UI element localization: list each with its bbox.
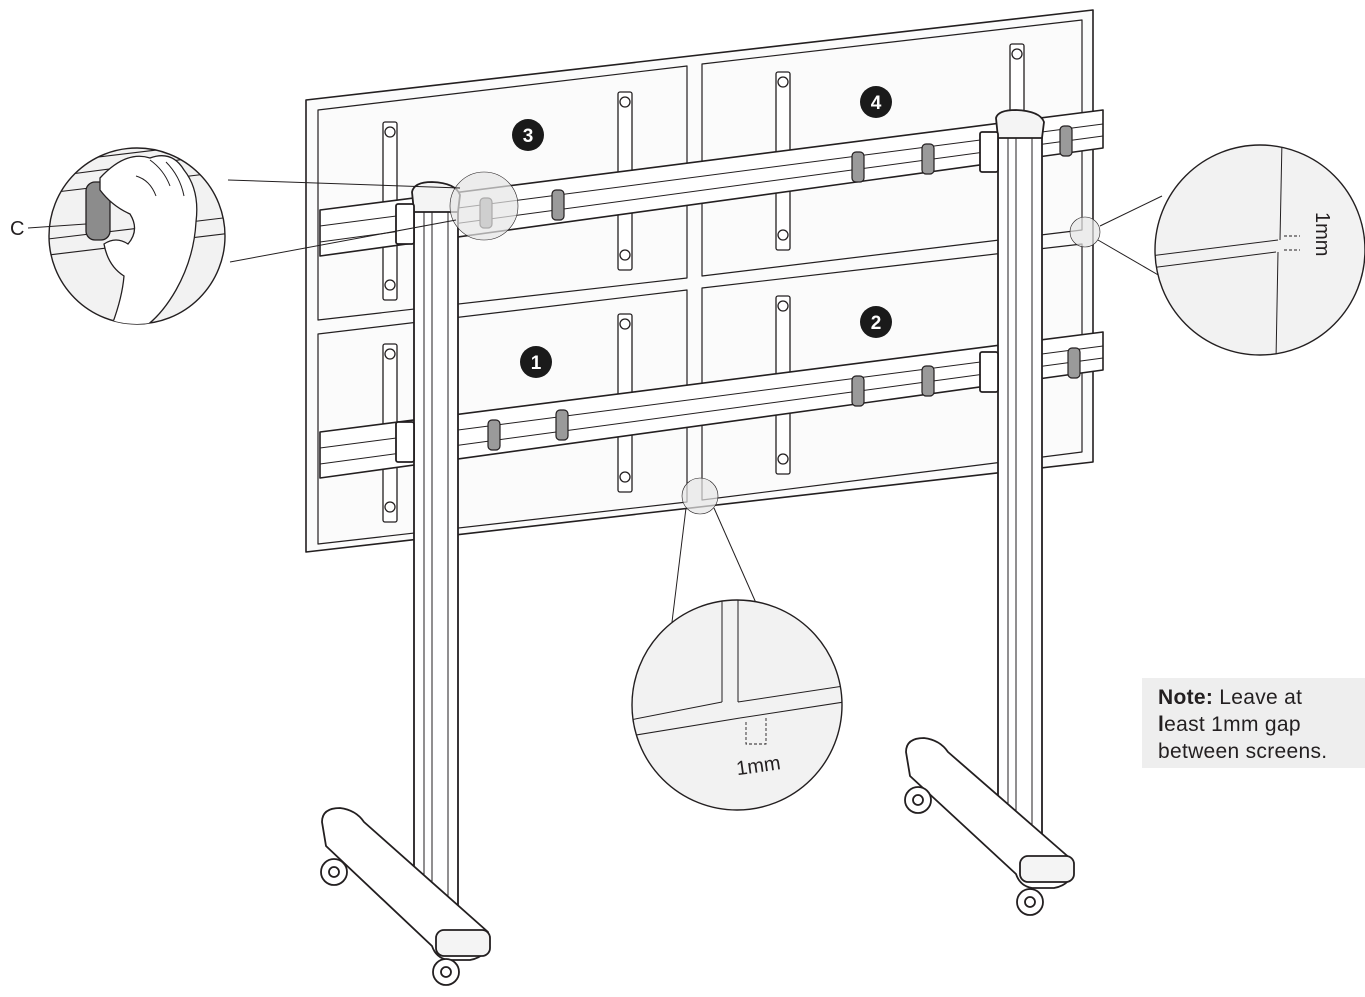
note-heading: Note: bbox=[1158, 686, 1214, 709]
note-line-2-first: l bbox=[1158, 713, 1165, 736]
badge-screen-4-number: 4 bbox=[871, 93, 882, 114]
screen-2-panel bbox=[701, 243, 1083, 501]
badge-screen-3-number: 3 bbox=[523, 126, 534, 147]
spot-clip bbox=[449, 171, 519, 241]
clip bbox=[851, 375, 865, 407]
left-post bbox=[395, 181, 461, 913]
right-gap-label: 1mm bbox=[1311, 212, 1333, 256]
spot-right-gap bbox=[1069, 216, 1101, 248]
bottom-rail bbox=[319, 331, 1104, 479]
magnifier-right-gap: 1mm bbox=[1154, 144, 1365, 356]
badge-screen-1: 1 bbox=[520, 346, 552, 378]
right-foot bbox=[904, 737, 1075, 916]
badge-screen-1-number: 1 bbox=[531, 353, 542, 374]
clip bbox=[1059, 125, 1073, 157]
callout-spots bbox=[449, 171, 1101, 515]
clip bbox=[1067, 347, 1081, 379]
clip bbox=[555, 409, 569, 441]
clip bbox=[851, 151, 865, 183]
note-box: Note: Leave at least 1mm gap between scr… bbox=[1142, 678, 1365, 768]
clip bbox=[921, 365, 935, 397]
screen-3-panel bbox=[317, 65, 688, 321]
note-line-3: between screens. bbox=[1158, 740, 1328, 763]
badge-screen-2-number: 2 bbox=[871, 313, 882, 334]
magnifier-clip: C bbox=[10, 147, 226, 325]
note-line-2: least 1mm gap bbox=[1158, 711, 1365, 738]
part-c-label: C bbox=[10, 218, 24, 240]
right-post bbox=[979, 109, 1045, 839]
clip bbox=[921, 143, 935, 175]
top-rail bbox=[319, 109, 1104, 257]
screen-badges: 3 4 1 2 bbox=[512, 86, 892, 378]
note-line-1: Note: Leave at bbox=[1158, 684, 1365, 711]
rail-clips bbox=[479, 125, 1081, 451]
spot-bottom-gap bbox=[681, 477, 719, 515]
badge-screen-2: 2 bbox=[860, 306, 892, 338]
clip bbox=[551, 189, 565, 221]
badge-screen-4: 4 bbox=[860, 86, 892, 118]
magnifier-bottom-gap: 1mm bbox=[631, 599, 843, 811]
left-foot bbox=[320, 807, 491, 986]
stand bbox=[320, 109, 1075, 986]
badge-screen-3: 3 bbox=[512, 119, 544, 151]
clip bbox=[487, 419, 501, 451]
leader-lines bbox=[227, 179, 1163, 623]
note-line-2-text: east 1mm gap bbox=[1164, 713, 1301, 736]
note-line-1-text: Leave at bbox=[1213, 686, 1303, 709]
